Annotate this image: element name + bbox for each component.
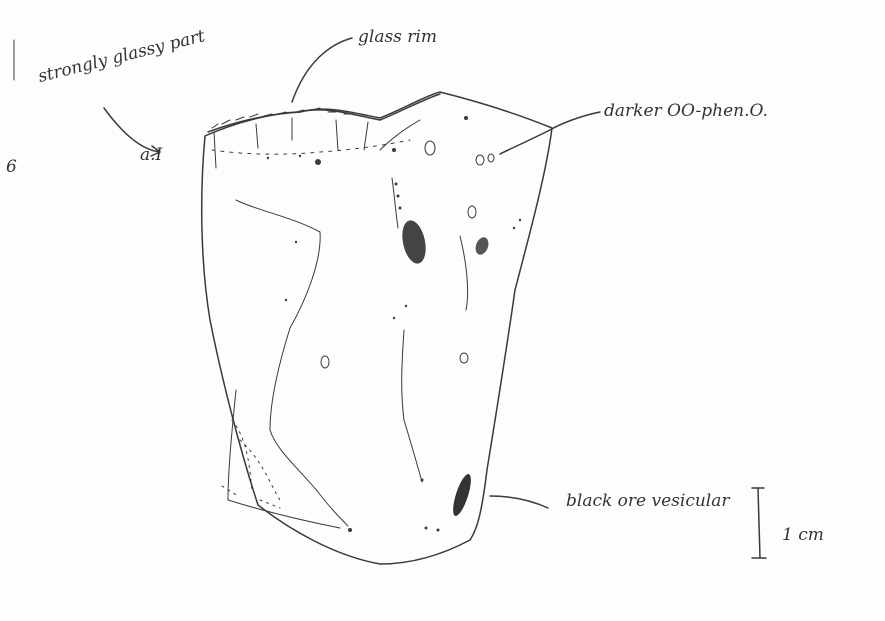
dark-inclusion-small [473, 235, 490, 256]
flank-lower-left [228, 390, 340, 528]
label-scale: 1 cm [782, 525, 824, 545]
label-vesicles: darker OO-phen.O. [604, 101, 768, 121]
vesicle [476, 155, 484, 165]
speckles [267, 116, 521, 532]
margin-tick: 6 [6, 157, 17, 177]
label-strongly-glassy-part: strongly glassy part [36, 26, 207, 87]
label-black-ore: black ore vesicular [566, 491, 730, 511]
black-ore-streak [449, 472, 474, 518]
svg-text:strongly glassy part: strongly glassy part [36, 26, 207, 87]
leader-vesicles [500, 112, 600, 154]
vesicle [321, 356, 329, 368]
specimen-outline [202, 92, 552, 564]
vesicle [425, 141, 435, 155]
vesicle [468, 206, 476, 218]
scale-bar [752, 488, 766, 558]
label-glass-rim: glass rim [358, 27, 437, 47]
glass-rim-band [208, 94, 440, 132]
fracture-center [392, 178, 398, 228]
fracture-right [460, 236, 468, 310]
leader-glass-rim [292, 38, 352, 102]
rim-ticks [214, 118, 368, 168]
fracture-top [380, 120, 420, 150]
dark-inclusion [399, 218, 430, 266]
fracture-center-lower [402, 330, 422, 482]
vesicle [460, 353, 468, 363]
label-zone-marker: a.I [140, 145, 163, 165]
glassy-zone-boundary [212, 140, 410, 154]
vesicle [488, 154, 494, 162]
leader-black-ore [490, 496, 548, 508]
fracture-left [236, 200, 348, 526]
